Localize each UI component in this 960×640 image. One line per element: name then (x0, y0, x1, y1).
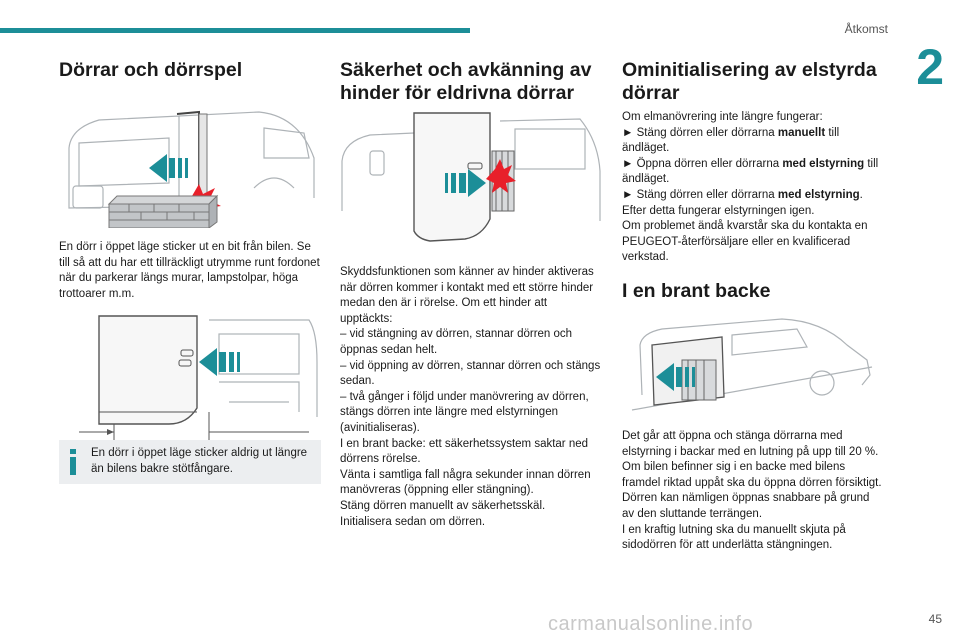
heading-slope: I en brant backe (622, 279, 771, 302)
safety-line: – vid öppning av dörren, stannar dörren … (340, 359, 601, 388)
illustration-van-on-slope (622, 314, 884, 415)
safety-line: Initialisera sedan om dörren. (340, 515, 486, 528)
illustration-van-rear-wall (59, 88, 321, 228)
reinit-text: Om elmanövrering inte längre fungerar: ►… (622, 110, 884, 266)
heading-reinit: Ominitialisering av elstyrda dörrar (622, 59, 877, 104)
reinit-intro: Om elmanövrering inte längre fungerar: (622, 111, 823, 123)
illustration-door-obstacle (340, 111, 602, 249)
note-box: En dörr i öppet läge sticker aldrig ut l… (59, 440, 321, 484)
safety-text: Skyddsfunktionen som känner av hinder ak… (340, 265, 602, 530)
column-safety: Säkerhet och avkänning av hinder för eld… (340, 55, 602, 530)
info-icon (70, 449, 76, 475)
slope-paragraph-1: Det går att öppna och stänga dörrarna me… (622, 429, 879, 458)
doors-paragraph: En dörr i öppet läge sticker ut en bit f… (59, 241, 320, 300)
safety-line: – vid stängning av dörren, stannar dörre… (340, 328, 573, 356)
slope-text: Det går att öppna och stänga dörrarna me… (622, 429, 884, 554)
column-reinit: Ominitialisering av elstyrda dörrar Om e… (622, 55, 884, 554)
heading-doors: Dörrar och dörrspel (59, 59, 243, 81)
heading-safety: Säkerhet och avkänning av hinder för eld… (340, 59, 592, 104)
note-text: En dörr i öppet läge sticker aldrig ut l… (91, 447, 308, 475)
safety-line: Skyddsfunktionen som känner av hinder ak… (340, 266, 594, 325)
watermark: carmanualsonline.info (548, 613, 754, 635)
chapter-number: 2 (916, 39, 944, 95)
reinit-step-2: ► Öppna dörren eller dörrarna med elstyr… (622, 157, 879, 186)
reinit-step-3: ► Stäng dörren eller dörrarna med elstyr… (622, 188, 863, 201)
safety-line: Stäng dörren manuellt av säkerhetsskäl. (340, 499, 546, 512)
reinit-after-1: Efter detta fungerar elstyrningen igen. (622, 204, 815, 217)
illustration-open-door-clearance (59, 312, 321, 451)
column-doors: Dörrar och dörrspel En dörr i öppet läge… (59, 55, 321, 451)
reinit-step-1: ► Stäng dörren eller dörrarna manuellt t… (622, 126, 840, 155)
slope-paragraph-2: Om bilen befinner sig i en backe med bil… (622, 461, 882, 520)
safety-line: I en brant backe: ett säkerhetssystem sa… (340, 437, 589, 466)
page-number: 45 (928, 612, 942, 626)
header-accent-bar (0, 28, 470, 33)
section-label: Åtkomst (844, 22, 888, 36)
safety-line: – två gånger i följd under manövrering a… (340, 390, 589, 434)
safety-line: Vänta i samtliga fall några sekunder inn… (340, 468, 591, 497)
reinit-after-2: Om problemet ändå kvarstår ska du kontak… (622, 220, 868, 264)
slope-paragraph-3: I en kraftig lutning ska du manuellt skj… (622, 523, 846, 552)
